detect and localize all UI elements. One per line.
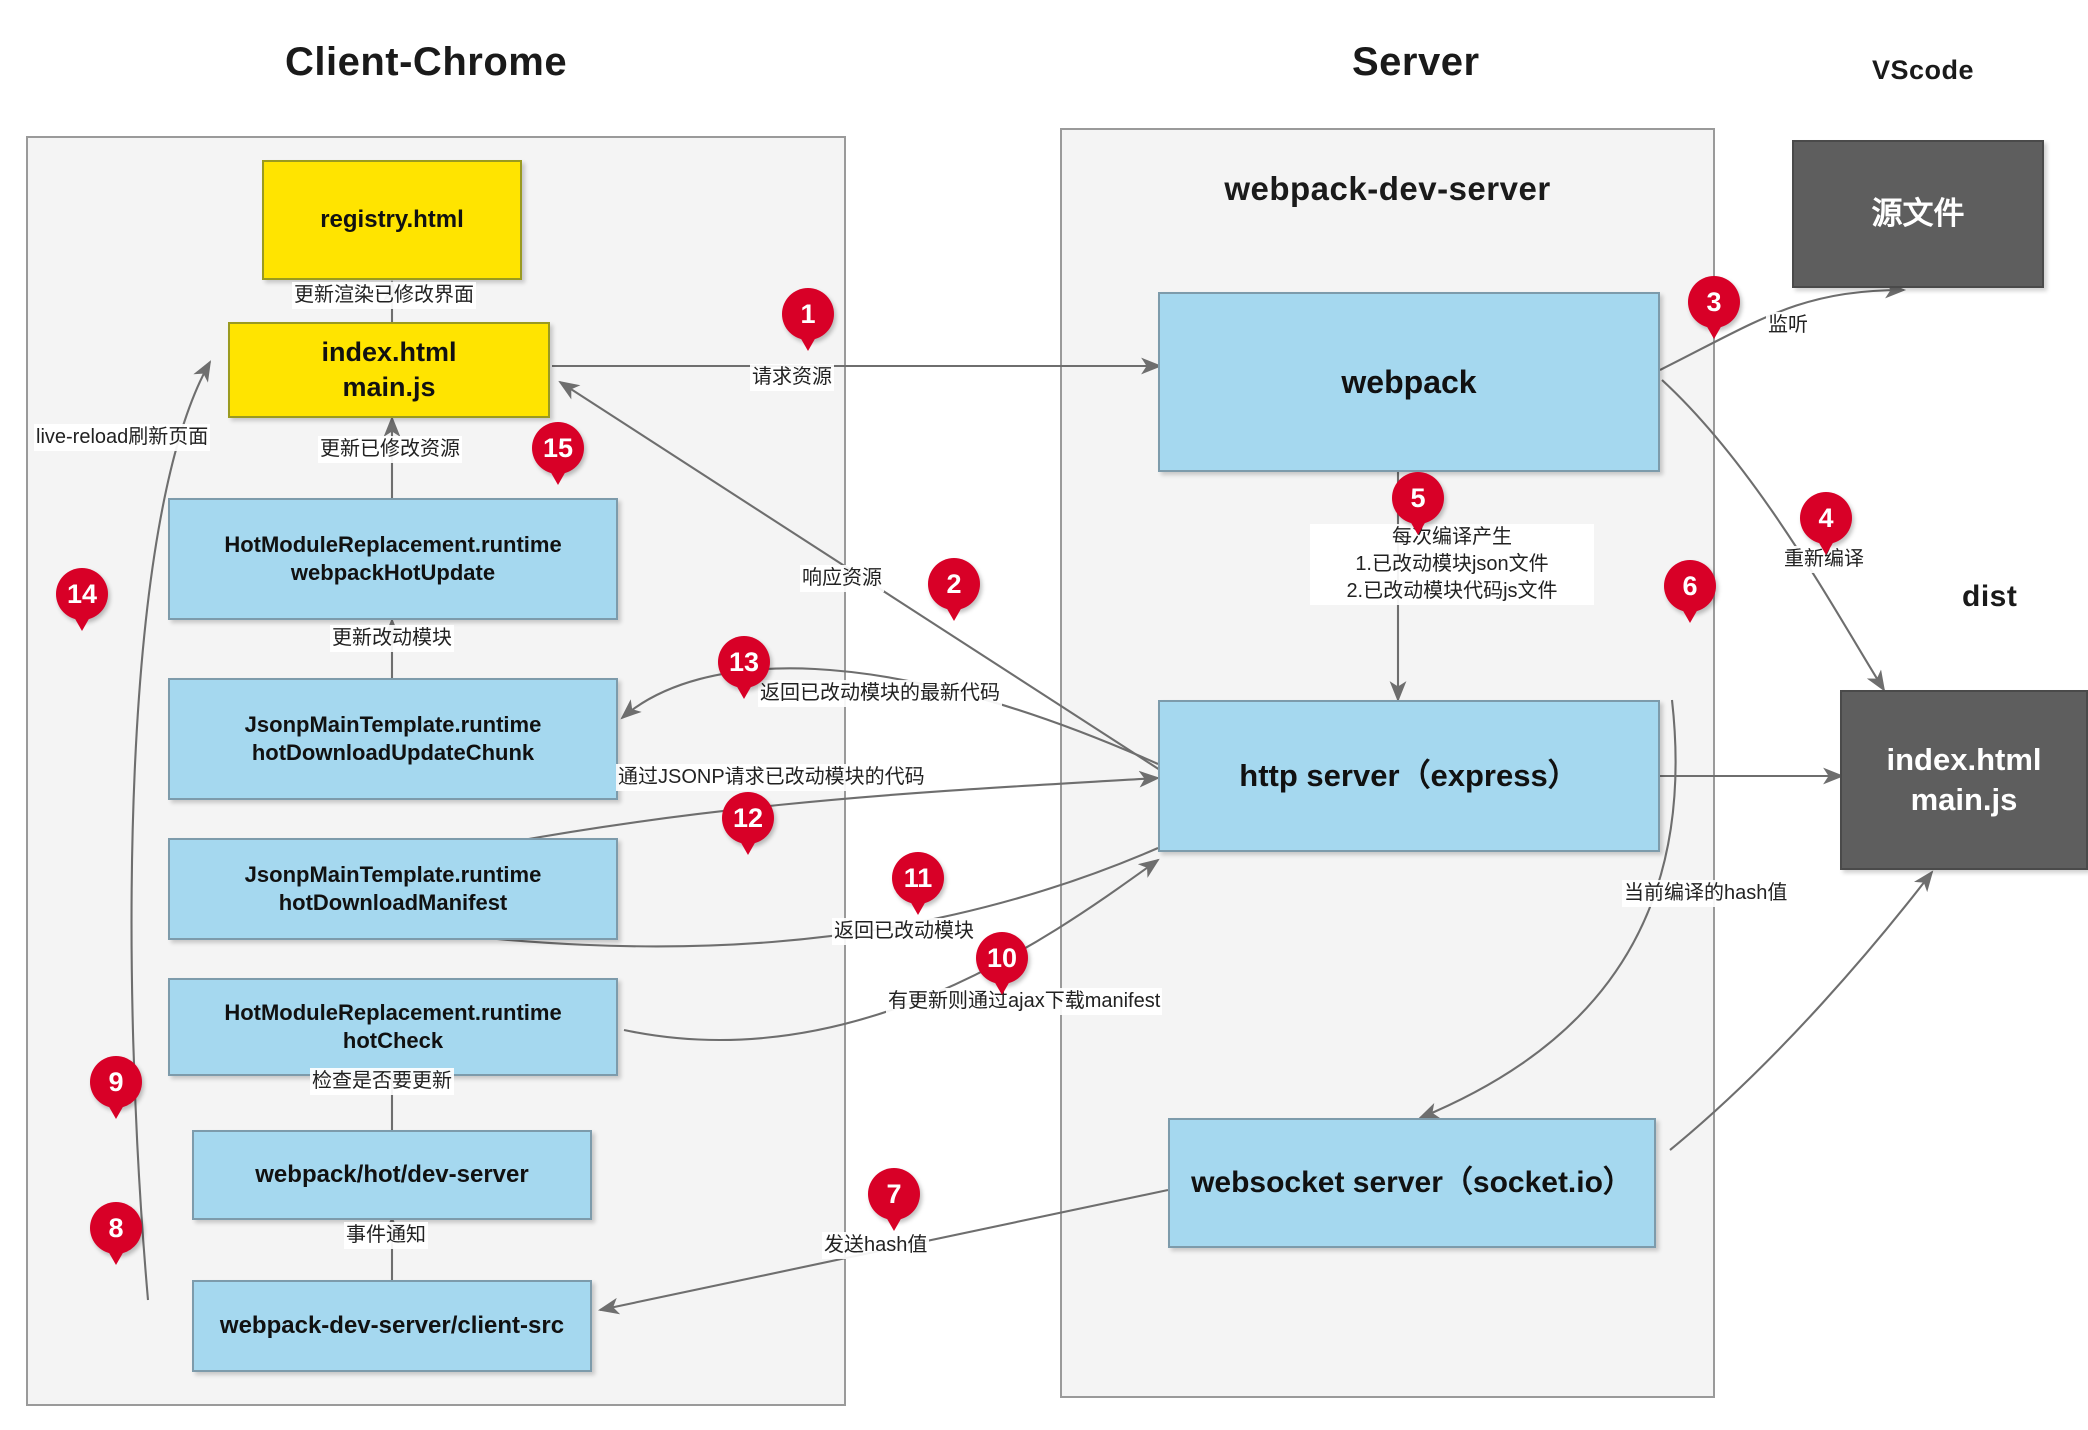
node-source-files[interactable]: 源文件 — [1792, 140, 2044, 288]
panel-server-header: webpack-dev-server — [1224, 170, 1551, 207]
label-jsonp-request-changed-module-code: 通过JSONP请求已改动模块的代码 — [616, 764, 927, 791]
step-badge-8[interactable]: 8 — [90, 1202, 142, 1254]
step-badge-5[interactable]: 5 — [1392, 472, 1444, 524]
label-check-need-update: 检查是否要更新 — [310, 1068, 454, 1095]
label-return-changed-module: 返回已改动模块 — [832, 918, 976, 945]
label-return-latest-code-of-changed-module: 返回已改动模块的最新代码 — [758, 680, 1002, 707]
step-badge-13[interactable]: 13 — [718, 636, 770, 688]
node-index-html-main-js-client[interactable]: index.html main.js — [228, 322, 550, 418]
label-update-modified-assets: 更新已修改资源 — [318, 436, 462, 463]
node-hot-module-replacement-runtime-hotcheck[interactable]: HotModuleReplacement.runtime hotCheck — [168, 978, 618, 1076]
node-webpack-hot-dev-server[interactable]: webpack/hot/dev-server — [192, 1130, 592, 1220]
step-badge-4[interactable]: 4 — [1800, 492, 1852, 544]
node-dist-index-html-main-js[interactable]: index.html main.js — [1840, 690, 2088, 870]
title-vscode: VScode — [1872, 55, 1975, 85]
node-jsonpmaintemplate-runtime-hotdownloadupdatechunk[interactable]: JsonpMainTemplate.runtime hotDownloadUpd… — [168, 678, 618, 800]
label-update-changed-module: 更新改动模块 — [330, 625, 454, 652]
step-badge-11[interactable]: 11 — [892, 852, 944, 904]
step-badge-10[interactable]: 10 — [976, 932, 1028, 984]
step-badge-1[interactable]: 1 — [782, 288, 834, 340]
label-response-resource: 响应资源 — [800, 565, 884, 592]
node-jsonpmaintemplate-runtime-hotdownloadmanifest[interactable]: JsonpMainTemplate.runtime hotDownloadMan… — [168, 838, 618, 940]
step-badge-7[interactable]: 7 — [868, 1168, 920, 1220]
label-event-notify: 事件通知 — [344, 1222, 428, 1249]
label-live-reload-refresh: live-reload刷新页面 — [34, 424, 211, 451]
node-webpack-dev-server-client-src[interactable]: webpack-dev-server/client-src — [192, 1280, 592, 1372]
step-badge-3[interactable]: 3 — [1688, 276, 1740, 328]
node-webpack[interactable]: webpack — [1158, 292, 1660, 472]
node-hot-module-replacement-runtime-webpackhotupdate[interactable]: HotModuleReplacement.runtime webpackHotU… — [168, 498, 618, 620]
step-badge-14[interactable]: 14 — [56, 568, 108, 620]
title-dist: dist — [1962, 580, 2018, 613]
step-badge-12[interactable]: 12 — [722, 792, 774, 844]
node-websocket-server-socketio[interactable]: websocket server（socket.io） — [1168, 1118, 1656, 1248]
label-render-updated-ui: 更新渲染已修改界面 — [292, 282, 476, 309]
title-server: Server — [1352, 40, 1480, 84]
step-badge-2[interactable]: 2 — [928, 558, 980, 610]
label-send-hash: 发送hash值 — [822, 1232, 930, 1259]
label-current-compile-hash: 当前编译的hash值 — [1622, 880, 1790, 907]
label-each-compile-produces: 每次编译产生 1.已改动模块json文件 2.已改动模块代码js文件 — [1310, 524, 1594, 605]
node-http-server-express[interactable]: http server（express） — [1158, 700, 1660, 852]
step-badge-9[interactable]: 9 — [90, 1056, 142, 1108]
title-client-chrome: Client-Chrome — [285, 40, 568, 84]
node-registry-html[interactable]: registry.html — [262, 160, 522, 280]
step-badge-6[interactable]: 6 — [1664, 560, 1716, 612]
label-download-manifest-via-ajax: 有更新则通过ajax下载manifest — [886, 988, 1163, 1015]
label-request-resource: 请求资源 — [750, 364, 834, 391]
label-watch: 监听 — [1766, 312, 1810, 339]
step-badge-15[interactable]: 15 — [532, 422, 584, 474]
